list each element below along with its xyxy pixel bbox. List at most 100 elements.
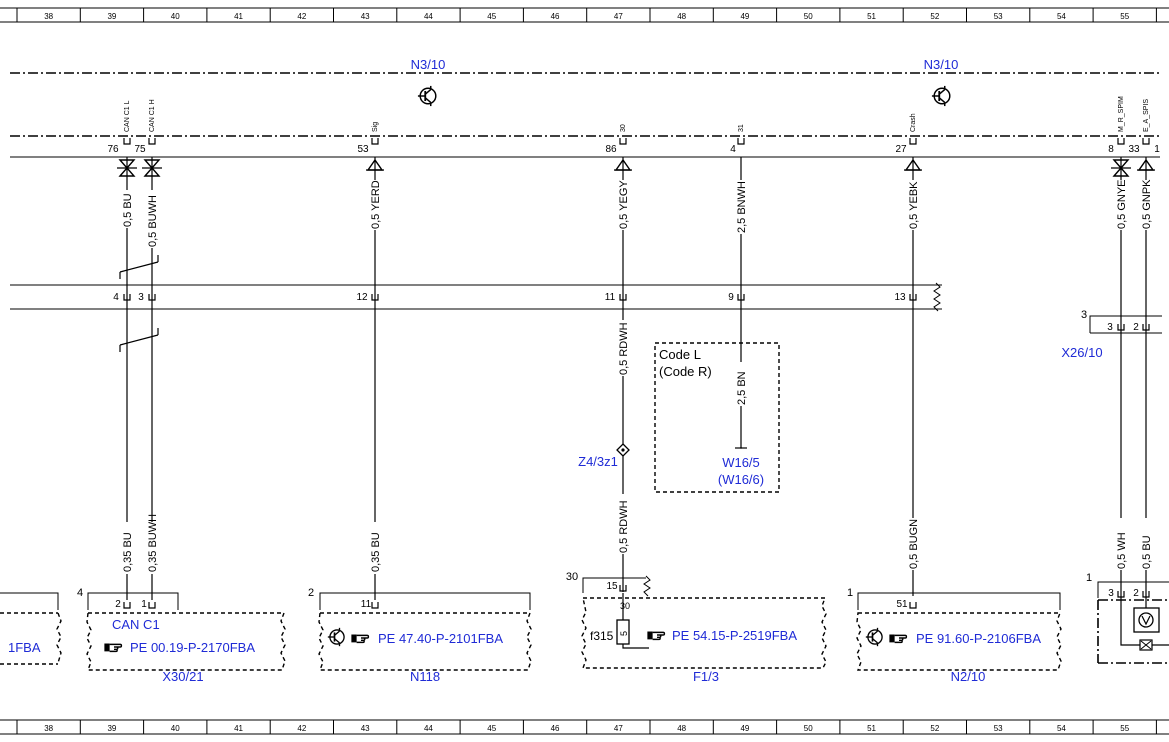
wire-color: 0,5 YERD	[370, 180, 382, 229]
unit-label-n3-10-b: N3/10	[924, 57, 959, 72]
wire-color: 0,5 BUWH	[147, 195, 159, 247]
grid-column-number: 49	[740, 12, 749, 21]
pin-number: 2	[1133, 588, 1139, 599]
pin-number: 3	[138, 292, 144, 303]
grid-column-number: 51	[867, 12, 876, 21]
grid-column-number: 45	[487, 12, 496, 21]
terminal-pin	[619, 294, 627, 301]
component-title: CAN C1	[112, 617, 160, 632]
terminal-pin	[123, 138, 131, 145]
terminal-pin	[371, 602, 379, 609]
wire-color: 0,35 BUWH	[147, 514, 159, 572]
signal-name: M_R_SPIM	[1118, 96, 1125, 132]
pointing-hand-icon	[646, 630, 666, 641]
terminal-pin	[909, 602, 917, 609]
terminal-pin	[737, 294, 745, 301]
sensor-icon	[1138, 612, 1154, 628]
terminal-pin	[123, 294, 131, 301]
unit-label-n3-10-a: N3/10	[411, 57, 446, 72]
pin-number: 4	[113, 292, 119, 303]
terminal-pin	[123, 602, 131, 609]
grid-column-number: 39	[107, 724, 116, 733]
component-left-cut	[0, 592, 62, 665]
component-x30-21	[86, 592, 286, 671]
pin-number: 2	[115, 599, 121, 610]
pointing-hand-icon	[103, 642, 123, 653]
connector-pin-count: 2	[308, 587, 314, 599]
pin-number: 30	[620, 601, 630, 611]
signal-name: 31	[738, 124, 745, 132]
pointing-hand-icon	[888, 633, 908, 644]
grid-column-number: 40	[171, 724, 180, 733]
grid-column-number: 55	[1120, 724, 1129, 733]
signal-name: Sig	[372, 122, 379, 132]
wire-color: 0,5 RDWH	[618, 322, 630, 375]
terminal-pin	[1117, 324, 1125, 331]
pin-number: 51	[896, 599, 908, 610]
transistor-icon	[865, 627, 883, 647]
component-f1-3	[581, 575, 827, 669]
grid-column-number: 43	[361, 12, 370, 21]
wire-color-labels-upper	[121, 180, 1152, 248]
grid-column-number: 38	[44, 724, 53, 733]
grid-column-number: 42	[297, 12, 306, 21]
pin-number: 11	[361, 599, 372, 610]
wire-color: 0,5 GNYE	[1116, 179, 1128, 229]
connector-x26-10	[1089, 315, 1162, 334]
signal-name: Crash	[910, 113, 917, 132]
grid-column-number: 48	[677, 724, 686, 733]
pin-number: 3	[1107, 322, 1113, 333]
ground-point-alt-label: (W16/6)	[718, 472, 764, 487]
terminal-pin	[1142, 138, 1150, 145]
connector-pin-count: 1	[1086, 572, 1092, 584]
wire-lines	[119, 157, 1147, 600]
component-ref-link[interactable]: PE 91.60-P-2106FBA	[916, 631, 1041, 646]
signal-name: CAN C1 H	[149, 99, 156, 132]
wire-color: 0,5 BU	[122, 193, 134, 227]
grid-column-number: 53	[994, 724, 1003, 733]
pin-number: 33	[1128, 144, 1140, 155]
component-label: N118	[410, 669, 440, 684]
grid-column-number: 47	[614, 12, 623, 21]
wire-color: 0,35 BU	[122, 532, 134, 572]
direction-arrows	[117, 158, 1155, 177]
wire-color-labels-lower	[121, 494, 1152, 574]
pointing-hand-icon	[350, 633, 370, 644]
terminal-pin	[148, 294, 156, 301]
connector-label: X26/10	[1061, 345, 1102, 360]
wire-color: 0,5 BUGN	[908, 519, 920, 569]
grid-column-number: 54	[1057, 724, 1066, 733]
wire-color: 0,35 BU	[370, 532, 382, 572]
pin-number: 2	[1133, 322, 1139, 333]
terminal-pin	[371, 294, 379, 301]
wire-color: 0,5 YEBK	[908, 181, 920, 229]
grid-column-number: 43	[361, 724, 370, 733]
pin-number: 15	[606, 581, 618, 592]
pin-glyphs	[123, 138, 1150, 609]
transistor-icon	[417, 85, 437, 107]
code-box-line1: Code L	[659, 347, 701, 362]
wire-color: 0,5 WH	[1116, 532, 1128, 569]
signal-name: E_A_SPIS	[1143, 99, 1150, 132]
grid-column-number: 54	[1057, 12, 1066, 21]
pin-number: 13	[894, 292, 906, 303]
fuse-value: 5	[619, 631, 629, 636]
component-ref-link[interactable]: PE 47.40-P-2101FBA	[378, 631, 503, 646]
grid-column-number: 41	[234, 724, 243, 733]
grid-column-number: 46	[551, 724, 560, 733]
terminal-pin	[148, 602, 156, 609]
pin-number: 12	[356, 292, 368, 303]
wire-color: 2,5 BNWH	[736, 181, 748, 233]
grid-column-number: 51	[867, 724, 876, 733]
grid-column-number: 41	[234, 12, 243, 21]
terminal-pin	[909, 294, 917, 301]
connector-pin-count: 3	[1081, 309, 1087, 321]
component-ref-link[interactable]: PE 54.15-P-2519FBA	[672, 628, 797, 643]
terminal-pin	[371, 138, 379, 145]
pin-number: 8	[1108, 144, 1114, 155]
component-ref-link[interactable]: PE 00.19-P-2170FBA	[130, 640, 255, 655]
fuse-label: f315	[590, 629, 614, 643]
pin-number: 1	[141, 599, 147, 610]
signal-name: CAN C1 L	[124, 100, 131, 132]
component-ref: 1FBA	[8, 640, 41, 655]
